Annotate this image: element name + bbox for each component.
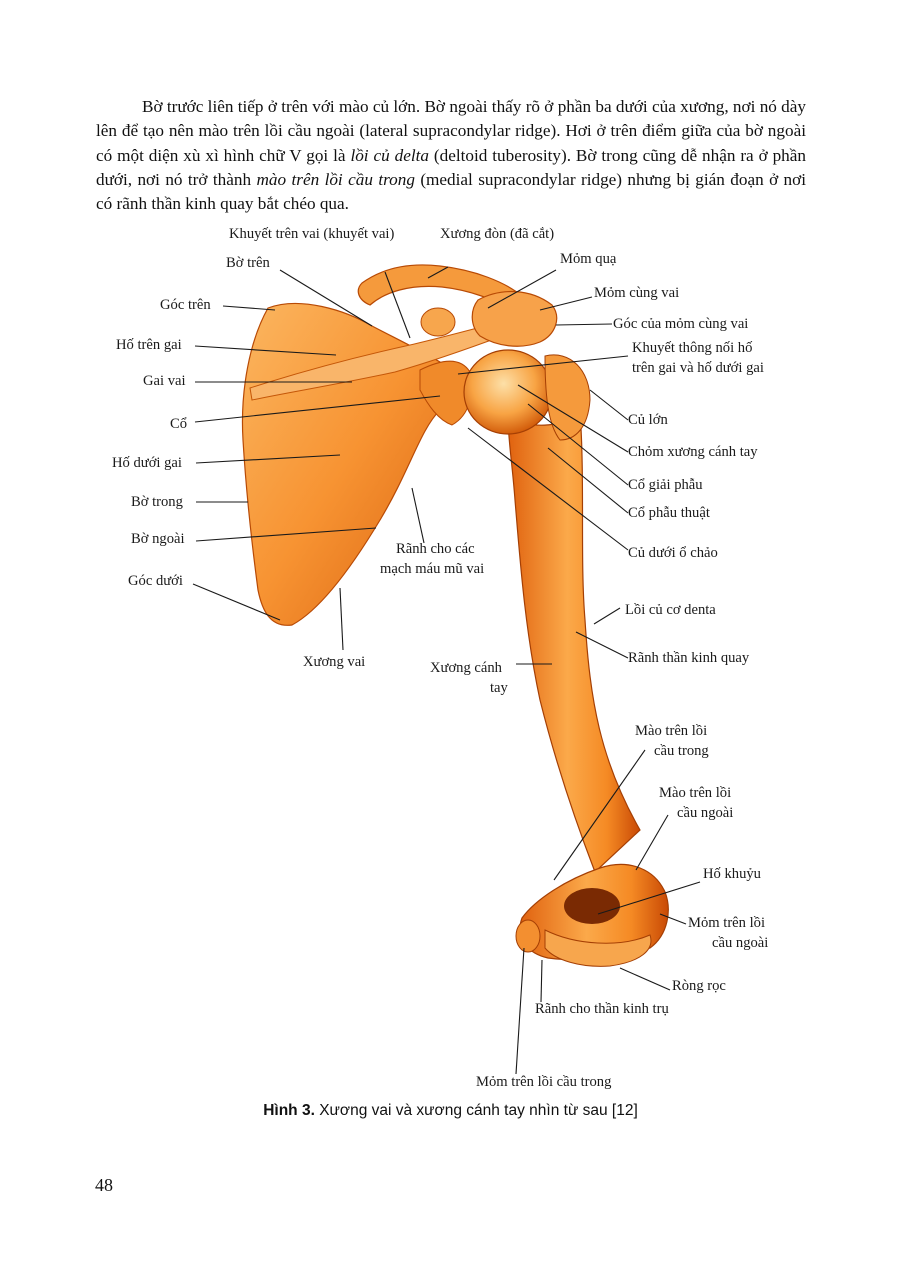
- label-medial-border: Bờ trong: [131, 494, 183, 510]
- leader-line: [457, 355, 629, 375]
- para-italic-1: lồi củ delta: [350, 145, 429, 165]
- leader-line: [659, 913, 687, 925]
- medial-epicondyle: [515, 919, 541, 953]
- label-anatomical-neck: Cổ giải phẫu: [628, 477, 703, 493]
- label-coracoid: Mỏm quạ: [560, 251, 617, 267]
- leader-line: [487, 269, 557, 309]
- label-surgical-neck: Cổ phẫu thuật: [628, 505, 710, 521]
- leader-line: [575, 631, 629, 659]
- label-medial-ridge-2: cầu trong: [654, 743, 709, 759]
- leader-line: [527, 403, 629, 486]
- label-lateral-border: Bờ ngoài: [131, 531, 185, 547]
- caption-text: Xương vai và xương cánh tay nhìn từ sau …: [314, 1102, 638, 1119]
- leader-line: [539, 296, 593, 311]
- label-humerus-2: tay: [490, 680, 508, 696]
- label-neck: Cổ: [170, 416, 188, 432]
- para-text-2: (deltoid tuberosity). Bờ trong cũng dễ n…: [96, 145, 806, 189]
- label-scapula: Xương vai: [303, 654, 366, 670]
- label-circumflex-groove-1: Rãnh cho các: [396, 541, 475, 557]
- label-deltoid-tuberosity: Lồi củ cơ denta: [625, 602, 716, 618]
- label-inferior-angle: Góc dưới: [128, 573, 183, 589]
- label-lateral-epicondyle-1: Mỏm trên lồi: [688, 915, 766, 931]
- label-spine: Gai vai: [143, 373, 186, 389]
- label-infraspinous-fossa: Hố dưới gai: [112, 455, 182, 471]
- para-italic-2: mào trên lồi cầu trong: [256, 169, 415, 189]
- leader-line: [195, 527, 377, 542]
- leader-line: [279, 269, 373, 327]
- label-lateral-epicondyle-2: cầu ngoài: [712, 935, 769, 951]
- label-radial-groove: Rãnh thần kinh quay: [628, 650, 750, 666]
- para-text-1: Bờ trước liên tiếp ở trên với mào củ lớn…: [96, 97, 806, 165]
- leader-line: [384, 271, 411, 339]
- label-supraspinous-fossa: Hố trên gai: [116, 337, 182, 353]
- page-number: 48: [95, 1175, 113, 1195]
- leader-line: [194, 395, 441, 423]
- leader-line: [547, 447, 629, 514]
- label-acromial-angle: Góc của mỏm cùng vai: [613, 316, 749, 332]
- leader-line: [517, 384, 629, 453]
- caption-number: Hình 3.: [263, 1102, 315, 1119]
- leader-line: [597, 881, 701, 915]
- leader-line: [467, 427, 629, 551]
- leader-line: [411, 487, 425, 544]
- leader-line: [555, 323, 613, 326]
- leader-line: [194, 345, 337, 356]
- label-superior-angle: Góc trên: [160, 297, 211, 313]
- label-ulnar-groove: Rãnh cho thần kinh trụ: [535, 1001, 669, 1017]
- label-spinoglenoid-notch-1: Khuyết thông nối hố: [632, 340, 753, 356]
- label-olecranon-fossa: Hố khuỷu: [703, 866, 761, 882]
- leader-line: [339, 587, 344, 651]
- leader-line: [192, 583, 281, 621]
- coracoid-shape: [420, 307, 456, 337]
- label-infraglenoid-tubercle: Củ dưới ổ chảo: [628, 545, 718, 561]
- leader-line: [635, 814, 669, 871]
- greater-tubercle: [544, 354, 591, 441]
- leader-line: [619, 967, 671, 991]
- label-spinoglenoid-notch-2: trên gai và hố dưới gai: [632, 360, 764, 376]
- leader-lines: [192, 266, 701, 1075]
- label-lateral-ridge-2: cầu ngoài: [677, 805, 734, 821]
- leader-line: [553, 749, 646, 881]
- acromion-shape: [471, 291, 558, 347]
- label-humerus-1: Xương cánh: [430, 660, 502, 676]
- label-suprascapular-notch: Khuyết trên vai (khuyết vai): [229, 226, 395, 242]
- label-medial-ridge-1: Mào trên lồi: [635, 723, 708, 739]
- leader-line: [593, 607, 621, 625]
- anatomy-figure: Khuyết trên vai (khuyết vai) Xương đòn (…: [0, 226, 901, 1100]
- label-clavicle: Xương đòn (đã cắt): [440, 226, 555, 242]
- trochlea: [544, 929, 652, 967]
- leader-line: [427, 266, 449, 279]
- leader-line: [222, 305, 276, 311]
- leader-line: [195, 454, 341, 464]
- label-acromion: Mỏm cùng vai: [594, 285, 680, 301]
- body-paragraph: Bờ trước liên tiếp ở trên với mào củ lớn…: [96, 95, 806, 216]
- leader-line: [515, 947, 525, 1075]
- leader-line: [540, 959, 543, 1003]
- figure-caption: Hình 3. Xương vai và xương cánh tay nhìn…: [0, 1102, 901, 1120]
- label-humeral-head: Chỏm xương cánh tay: [628, 444, 758, 460]
- label-greater-tubercle: Củ lớn: [628, 412, 668, 428]
- humerus-head: [463, 349, 553, 435]
- leader-line: [589, 389, 629, 421]
- label-trochlea: Ròng rọc: [672, 978, 726, 994]
- olecranon-fossa: [564, 888, 620, 924]
- humerus-shaft: [507, 410, 641, 874]
- label-medial-epicondyle: Mỏm trên lồi cầu trong: [476, 1074, 612, 1090]
- label-lateral-ridge-1: Mào trên lồi: [659, 785, 732, 801]
- para-text-3: (medial supracondylar ridge) nhưng bị gi…: [96, 169, 807, 214]
- bone-illustration: [192, 264, 701, 1075]
- label-circumflex-groove-2: mạch máu mũ vai: [380, 561, 485, 577]
- label-superior-border: Bờ trên: [226, 255, 270, 271]
